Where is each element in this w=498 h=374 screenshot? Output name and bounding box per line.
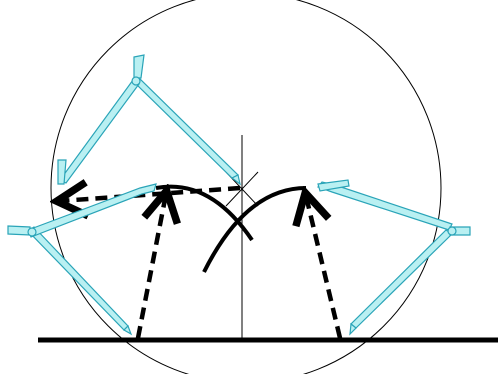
dashed-arrows xyxy=(60,188,343,339)
top-compass-left-cap xyxy=(57,159,67,185)
left-compass-upper-leg xyxy=(27,183,157,238)
right-compass-tip xyxy=(349,322,357,336)
top-compass-handle xyxy=(133,54,145,79)
right-compass-hinge xyxy=(447,226,457,236)
large-circle xyxy=(50,0,442,374)
left-compass-lower-leg xyxy=(27,226,129,331)
arrow-left-vertical xyxy=(135,194,166,339)
right-compass xyxy=(317,179,471,336)
left-compass-tip xyxy=(123,324,133,336)
top-compass-right-leg xyxy=(131,77,240,179)
top-compass-hinge xyxy=(131,76,141,86)
left-arc xyxy=(155,184,254,242)
left-compass-hinge xyxy=(27,227,37,237)
left-upright-compass xyxy=(7,183,157,336)
top-compass-left-leg xyxy=(59,79,140,184)
top-compass-right-tip xyxy=(230,174,241,186)
right-compass-upper-leg xyxy=(317,181,453,231)
right-compass-head xyxy=(317,179,350,192)
arrow-right-vertical xyxy=(306,196,343,339)
left-top-compass xyxy=(57,54,241,186)
right-arc xyxy=(202,186,307,273)
left-compass-hinge-plate xyxy=(7,225,31,236)
right-compass-lower-leg xyxy=(350,229,453,329)
arrow-horizontal-left xyxy=(60,188,241,201)
